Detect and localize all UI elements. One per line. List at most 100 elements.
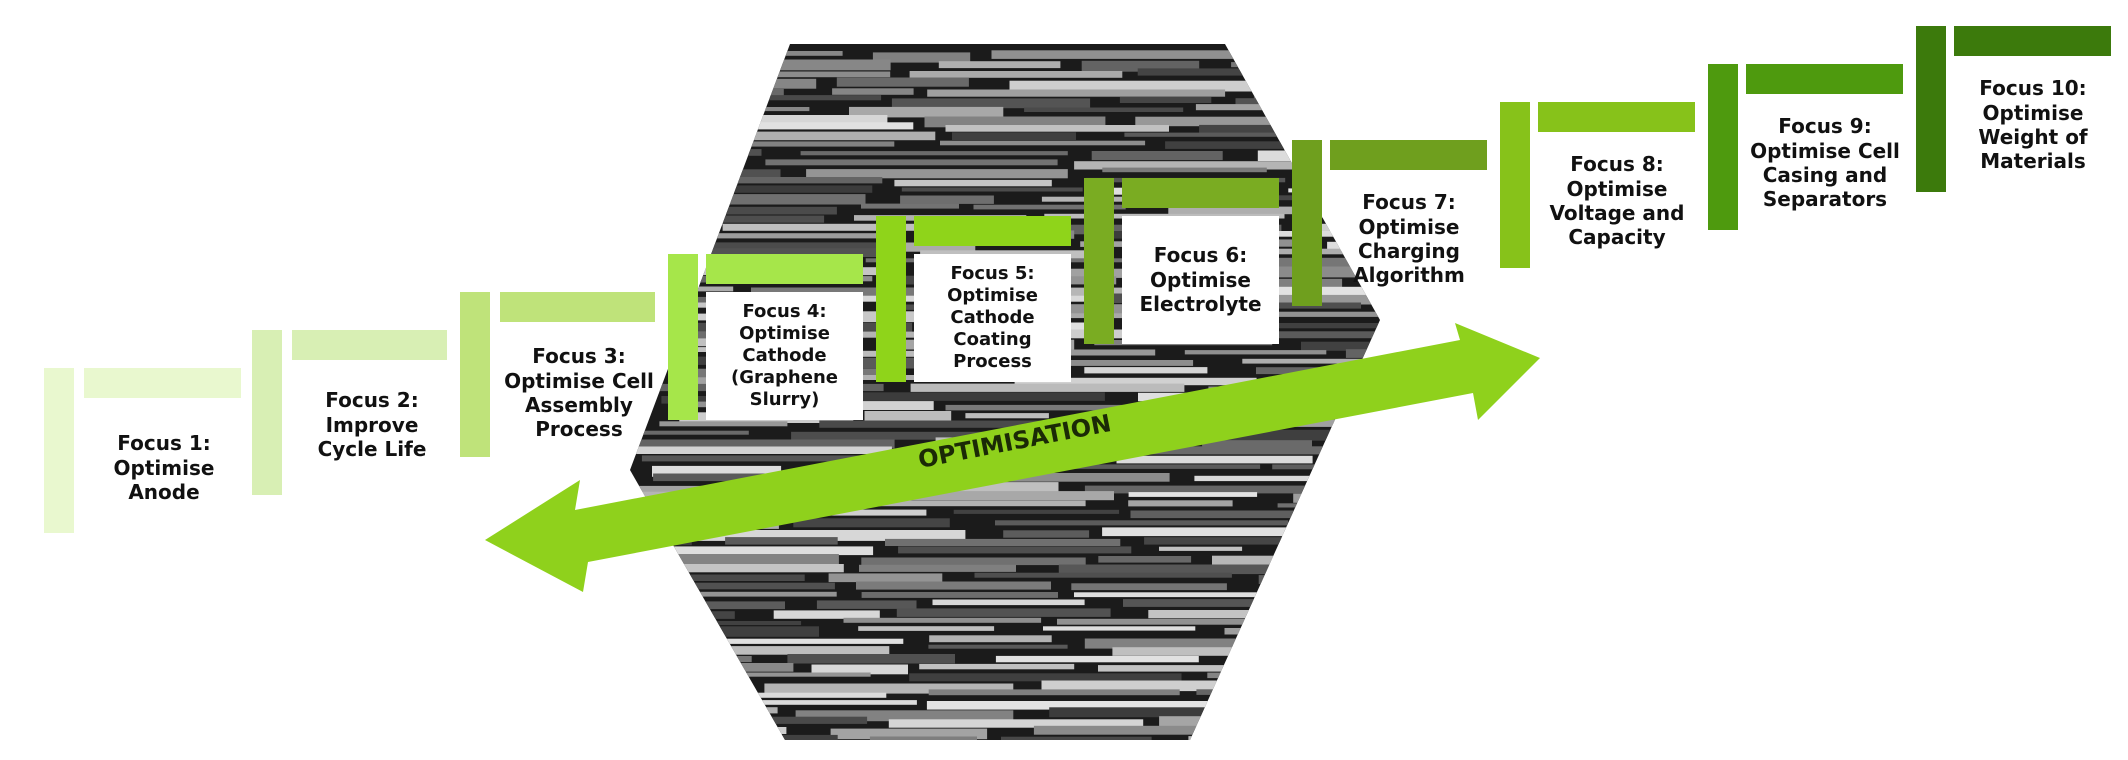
sheet-texture: [1112, 647, 1275, 656]
sheet-texture: [651, 582, 835, 590]
sheet-texture: [1367, 653, 1380, 662]
step-label: Focus 10: Optimise Weight of Materials: [1978, 76, 2088, 174]
sheet-texture: [1108, 744, 1201, 751]
sheet-texture: [888, 719, 1144, 728]
sheet-texture: [640, 638, 904, 644]
sheet-texture: [1084, 485, 1341, 494]
sheet-texture: [630, 736, 693, 740]
sheet-texture: [885, 538, 1121, 546]
sheet-texture: [940, 140, 1146, 146]
sheet-texture: [1345, 349, 1380, 358]
step-bar-vertical: [668, 254, 698, 420]
sheet-texture: [1258, 575, 1380, 584]
sheet-texture: [1024, 107, 1184, 112]
sheet-texture: [898, 546, 1132, 554]
sheet-texture: [800, 151, 1068, 156]
sheet-texture: [927, 89, 1226, 97]
sheet-texture: [861, 557, 1086, 566]
sheet-texture: [630, 446, 892, 454]
sheet-texture: [926, 701, 1211, 710]
sheet-texture: [1289, 708, 1380, 715]
step-bar-horizontal: [1746, 64, 1903, 94]
step-bar-horizontal: [1954, 26, 2111, 56]
sheet-texture: [1375, 592, 1380, 598]
sheet-texture: [965, 413, 1049, 419]
sheet-texture: [1005, 349, 1156, 356]
focus-step-8: Focus 8: Optimise Voltage and Capacity: [1500, 102, 1700, 270]
step-bar-horizontal: [914, 216, 1071, 246]
step-bar-horizontal: [1122, 178, 1279, 208]
sheet-texture: [652, 727, 787, 734]
sheet-texture: [1168, 206, 1350, 215]
sheet-texture: [811, 664, 908, 675]
step-bar-vertical: [1916, 26, 1946, 192]
sheet-texture: [630, 233, 885, 239]
sheet-texture: [1067, 464, 1261, 469]
sheet-texture: [919, 663, 1075, 670]
sheet-texture: [1057, 618, 1277, 625]
sheet-texture: [1197, 257, 1380, 268]
sheet-texture: [1074, 161, 1357, 170]
sheet-texture: [1123, 599, 1380, 607]
step-label: Focus 8: Optimise Voltage and Capacity: [1549, 152, 1685, 250]
step-label: Focus 9: Optimise Cell Casing and Separa…: [1750, 114, 1900, 212]
step-bar-vertical: [876, 216, 906, 382]
sheet-texture: [1207, 672, 1380, 679]
step-bar-horizontal: [500, 292, 655, 322]
sheet-texture: [910, 383, 1185, 392]
step-bar-horizontal: [292, 330, 447, 360]
optimisation-arrow: [485, 323, 1540, 592]
sheet-texture: [662, 626, 819, 637]
sheet-texture: [725, 537, 838, 545]
sheet-texture: [945, 125, 1169, 132]
sheet-texture: [630, 601, 785, 610]
sheet-texture: [1400, 429, 1680, 438]
sheet-texture: [642, 646, 890, 655]
sheet-texture: [973, 204, 1126, 210]
sheet-texture: [953, 360, 1194, 366]
sheet-texture: [1300, 518, 1380, 524]
sheet-texture: [1256, 367, 1338, 375]
sheet-texture: [849, 106, 1004, 118]
sheet-texture: [787, 654, 955, 664]
sheet-texture: [630, 71, 891, 78]
sheet-texture: [773, 610, 880, 619]
sheet-texture: [1165, 141, 1334, 149]
sheet-texture: [938, 61, 1061, 69]
sheet-texture: [631, 141, 895, 147]
sheet-texture: [1361, 717, 1380, 727]
sheet-texture: [1043, 626, 1196, 631]
sheet-texture: [1058, 564, 1356, 575]
sheet-texture: [1184, 350, 1327, 355]
sheet-texture: [653, 564, 844, 573]
sheet-texture: [630, 88, 784, 98]
sheet-texture: [1137, 68, 1267, 76]
sheet-texture: [995, 655, 1199, 663]
sheet-texture: [872, 52, 971, 63]
sheet-texture: [988, 304, 1164, 315]
sheet-texture: [1212, 555, 1349, 566]
sheet-texture: [630, 700, 917, 705]
sheet-texture: [767, 716, 868, 724]
sheet-texture: [641, 455, 936, 462]
sheet-texture: [1293, 493, 1380, 503]
step-bar-vertical: [1292, 140, 1322, 306]
focus-step-9: Focus 9: Optimise Cell Casing and Separa…: [1708, 64, 1908, 232]
sheet-texture: [630, 430, 749, 435]
sheet-texture: [1188, 736, 1380, 740]
sheet-texture: [894, 179, 1052, 187]
sheet-texture: [630, 95, 882, 101]
sheet-texture: [637, 131, 936, 141]
sheet-texture: [1203, 302, 1361, 309]
sheet-texture: [1128, 500, 1233, 507]
sheet-texture: [909, 673, 1182, 682]
sheet-texture: [858, 626, 995, 631]
sheet-texture: [1196, 689, 1372, 695]
sheet-texture: [712, 734, 838, 740]
sheet-texture: [1369, 485, 1380, 496]
sheet-texture: [638, 107, 810, 112]
sheet-texture: [1290, 644, 1380, 654]
sheet-texture: [1396, 528, 1476, 538]
sheet-texture: [1102, 527, 1352, 537]
sheet-texture: [819, 420, 1095, 428]
